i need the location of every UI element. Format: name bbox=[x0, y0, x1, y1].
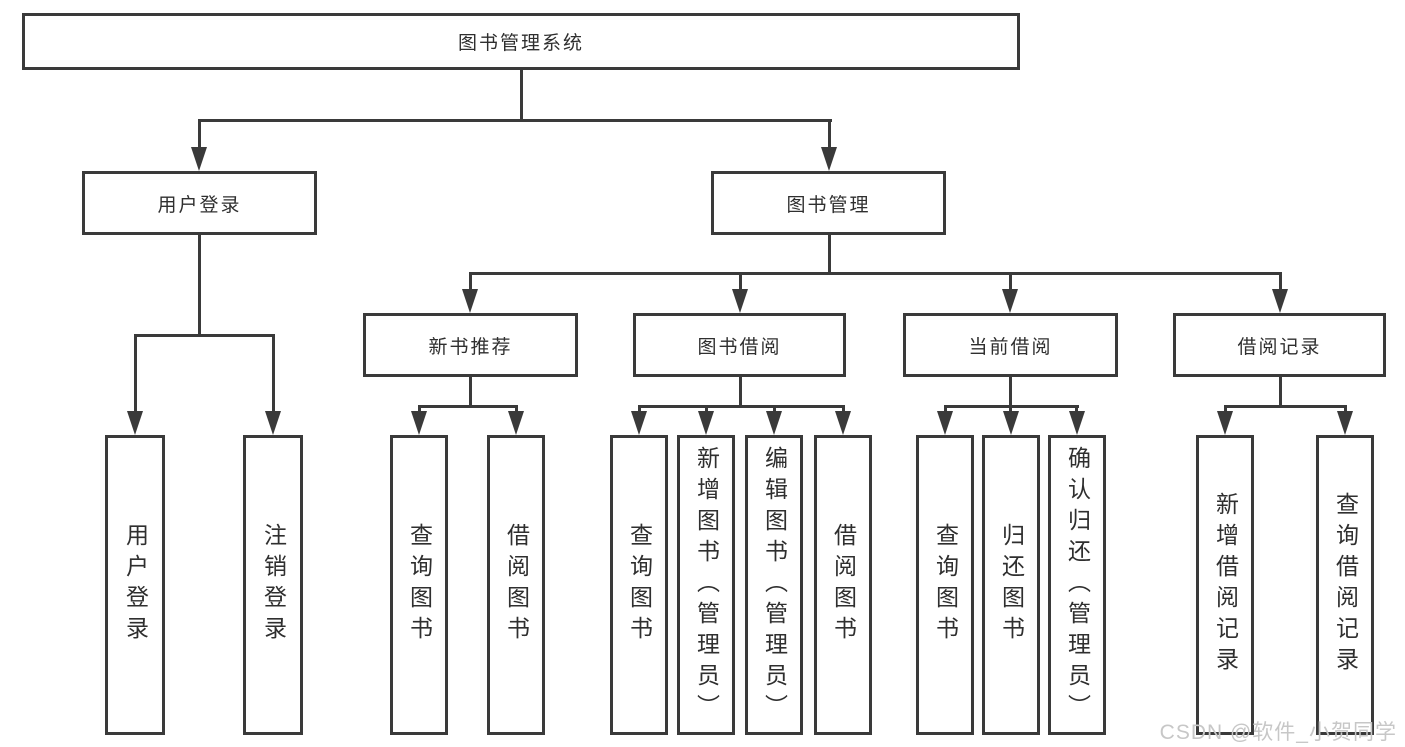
connector-vline bbox=[515, 405, 518, 413]
arrow-down-icon bbox=[766, 411, 782, 435]
connector-hline bbox=[1224, 405, 1346, 408]
leaf-query-books-recommend: 查询图书 bbox=[390, 435, 448, 735]
leaf-label: 新增图书（管理员） bbox=[693, 445, 720, 725]
arrow-down-icon bbox=[698, 411, 714, 435]
connector-vline bbox=[198, 119, 201, 147]
node-label: 图书管理系统 bbox=[457, 33, 584, 54]
connector-vline bbox=[1279, 377, 1282, 408]
connector-vline bbox=[198, 235, 201, 337]
leaf-label: 编辑图书（管理员） bbox=[761, 445, 788, 725]
connector-vline bbox=[705, 405, 708, 413]
node-label: 图书借阅 bbox=[697, 336, 782, 358]
leaf-label: 借阅图书 bbox=[503, 523, 530, 647]
leaf-query-books-borrowing: 查询图书 bbox=[610, 435, 668, 735]
leaf-query-borrow-record: 查询借阅记录 bbox=[1316, 435, 1374, 735]
connector-vline bbox=[739, 272, 742, 289]
node-root-book-management-system: 图书管理系统 bbox=[22, 13, 1020, 70]
connector-vline bbox=[1075, 405, 1078, 413]
node-label: 图书管理 bbox=[786, 194, 871, 216]
node-current-borrowing: 当前借阅 bbox=[903, 313, 1118, 377]
connector-hline bbox=[418, 405, 518, 408]
node-book-management: 图书管理 bbox=[711, 171, 946, 235]
arrow-down-icon bbox=[732, 289, 748, 313]
leaf-label: 归还图书 bbox=[998, 523, 1025, 647]
arrow-down-icon bbox=[191, 147, 207, 171]
arrow-down-icon bbox=[127, 411, 143, 435]
node-label: 借阅记录 bbox=[1237, 336, 1322, 358]
leaf-label: 查询图书 bbox=[932, 523, 959, 647]
arrow-down-icon bbox=[1337, 411, 1353, 435]
arrow-down-icon bbox=[835, 411, 851, 435]
leaf-label: 借阅图书 bbox=[830, 523, 857, 647]
connector-vline bbox=[842, 405, 845, 413]
leaf-label: 确认归还（管理员） bbox=[1064, 445, 1091, 725]
connector-vline bbox=[272, 334, 275, 411]
connector-vline bbox=[828, 119, 831, 147]
node-user-login: 用户登录 bbox=[82, 171, 317, 235]
connector-vline bbox=[773, 405, 776, 413]
connector-vline bbox=[134, 334, 137, 411]
connector-vline bbox=[1224, 405, 1227, 413]
node-new-book-recommend: 新书推荐 bbox=[363, 313, 578, 377]
leaf-edit-book-admin: 编辑图书（管理员） bbox=[745, 435, 803, 735]
arrow-down-icon bbox=[631, 411, 647, 435]
connector-vline bbox=[418, 405, 421, 413]
arrow-down-icon bbox=[265, 411, 281, 435]
leaf-label: 查询图书 bbox=[626, 523, 653, 647]
leaf-user-login: 用户登录 bbox=[105, 435, 165, 735]
watermark: CSDN @软件_小贺同学 bbox=[1159, 721, 1397, 744]
arrow-down-icon bbox=[462, 289, 478, 313]
connector-hline bbox=[638, 405, 845, 408]
connector-vline bbox=[828, 235, 831, 275]
node-label: 新书推荐 bbox=[428, 336, 513, 358]
connector-vline bbox=[1279, 272, 1282, 289]
arrow-down-icon bbox=[821, 147, 837, 171]
connector-vline bbox=[469, 377, 472, 408]
arrow-down-icon bbox=[1003, 411, 1019, 435]
leaf-add-borrow-record: 新增借阅记录 bbox=[1196, 435, 1254, 735]
arrow-down-icon bbox=[1002, 289, 1018, 313]
leaf-borrow-books-recommend: 借阅图书 bbox=[487, 435, 545, 735]
connector-vline bbox=[638, 405, 641, 413]
leaf-label: 注销登录 bbox=[260, 523, 287, 647]
connector-vline bbox=[1344, 405, 1347, 413]
arrow-down-icon bbox=[937, 411, 953, 435]
connector-vline bbox=[1009, 405, 1012, 413]
node-book-borrowing: 图书借阅 bbox=[633, 313, 846, 377]
connector-vline bbox=[1009, 272, 1012, 289]
connector-vline bbox=[1009, 377, 1012, 408]
leaf-label: 用户登录 bbox=[122, 523, 149, 647]
leaf-logout-login: 注销登录 bbox=[243, 435, 303, 735]
connector-hline bbox=[469, 272, 1282, 275]
node-label: 用户登录 bbox=[157, 194, 242, 216]
connector-vline bbox=[944, 405, 947, 413]
leaf-confirm-return-admin: 确认归还（管理员） bbox=[1048, 435, 1106, 735]
arrow-down-icon bbox=[1069, 411, 1085, 435]
connector-hline bbox=[134, 334, 275, 337]
leaf-label: 新增借阅记录 bbox=[1212, 492, 1239, 678]
arrow-down-icon bbox=[508, 411, 524, 435]
arrow-down-icon bbox=[411, 411, 427, 435]
node-label: 当前借阅 bbox=[968, 336, 1053, 358]
connector-vline bbox=[520, 70, 523, 121]
leaf-add-book-admin: 新增图书（管理员） bbox=[677, 435, 735, 735]
node-borrowing-records: 借阅记录 bbox=[1173, 313, 1386, 377]
connector-vline bbox=[739, 377, 742, 408]
leaf-label: 查询图书 bbox=[406, 523, 433, 647]
leaf-borrow-books-borrowing: 借阅图书 bbox=[814, 435, 872, 735]
leaf-return-book: 归还图书 bbox=[982, 435, 1040, 735]
arrow-down-icon bbox=[1272, 289, 1288, 313]
leaf-query-books-current: 查询图书 bbox=[916, 435, 974, 735]
connector-hline bbox=[198, 119, 832, 122]
leaf-label: 查询借阅记录 bbox=[1332, 492, 1359, 678]
arrow-down-icon bbox=[1217, 411, 1233, 435]
connector-vline bbox=[469, 272, 472, 289]
